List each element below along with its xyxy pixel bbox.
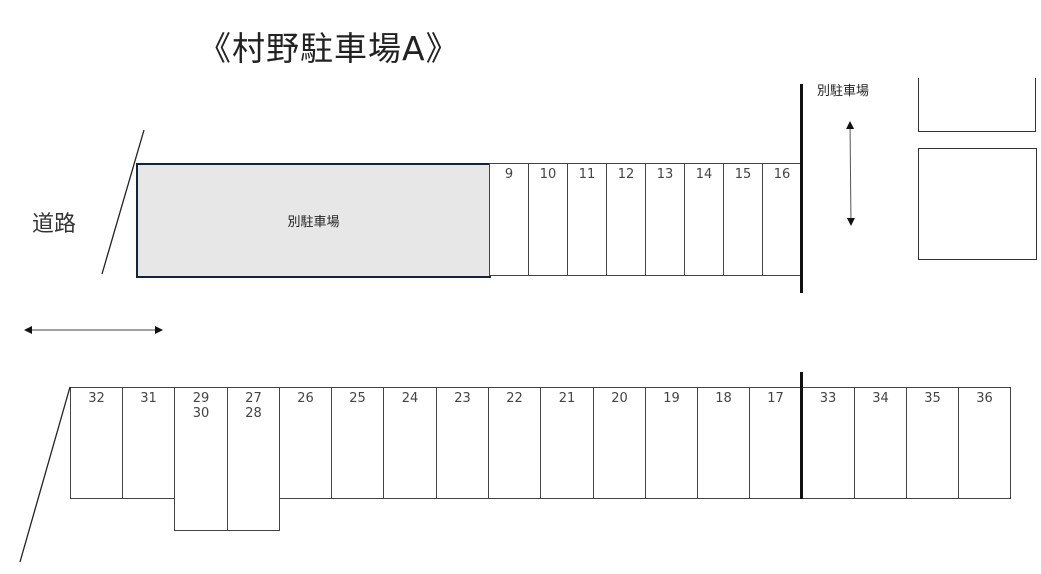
stall-number: 10 [539, 167, 557, 182]
parking-stall[interactable]: 19 [645, 387, 698, 499]
parking-stall[interactable]: 9 [489, 163, 529, 276]
parking-stall[interactable]: 18 [697, 387, 750, 499]
adjacent-structure [918, 148, 1037, 260]
page-title: 《村野駐車場A》 [198, 29, 460, 68]
stall-number-secondary: 28 [245, 406, 262, 421]
stall-number: 11 [578, 167, 596, 182]
stall-number: 18 [715, 391, 732, 406]
boundary-line-lower [800, 372, 803, 499]
stall-number: 9 [504, 167, 514, 182]
stall-number: 20 [611, 391, 628, 406]
road-edge-line-lower [19, 386, 71, 563]
other-parking-lot-block: 別駐車場 [136, 163, 491, 278]
parking-stall[interactable]: 31 [122, 387, 175, 499]
two-way-vertical-arrow-icon [846, 121, 855, 226]
stall-number: 16 [773, 167, 791, 182]
parking-stall[interactable]: 36 [958, 387, 1011, 499]
stall-number: 14 [695, 167, 713, 182]
parking-stall[interactable]: 23 [436, 387, 489, 499]
stall-number: 22 [506, 391, 523, 406]
parking-stall[interactable]: 20 [593, 387, 646, 499]
parking-stall[interactable]: 11 [567, 163, 607, 276]
parking-stall[interactable]: 33 [801, 387, 855, 499]
road-label: 道路 [32, 212, 77, 237]
stall-number: 27 [245, 391, 262, 406]
stall-number: 24 [401, 391, 419, 406]
parking-stall[interactable]: 26 [279, 387, 332, 499]
parking-stall[interactable]: 34 [854, 387, 907, 499]
other-parking-lot-label-right: 別駐車場 [817, 84, 870, 99]
other-parking-lot-label: 別駐車場 [287, 215, 340, 230]
stall-number: 23 [454, 391, 471, 406]
stall-number: 19 [663, 391, 680, 406]
stall-number: 36 [976, 391, 993, 406]
parking-stall[interactable]: 32 [70, 387, 123, 499]
parking-stall[interactable]: 21 [540, 387, 594, 499]
parking-stall[interactable]: 22 [488, 387, 541, 499]
stall-number: 13 [656, 167, 674, 182]
stall-number: 33 [819, 391, 837, 406]
stall-number: 26 [297, 391, 314, 406]
stall-number: 21 [558, 391, 576, 406]
parking-stall[interactable]: 13 [645, 163, 685, 276]
parking-stall[interactable]: 25 [331, 387, 384, 499]
parking-stall[interactable]: 16 [762, 163, 802, 276]
stall-number: 35 [924, 391, 941, 406]
stall-number: 31 [140, 391, 157, 406]
stall-number: 15 [734, 167, 752, 182]
stall-number: 29 [192, 391, 210, 406]
stall-number: 17 [767, 391, 784, 406]
parking-stall[interactable]: 14 [684, 163, 724, 276]
parking-stall[interactable]: 17 [749, 387, 802, 499]
parking-stall[interactable]: 35 [906, 387, 959, 499]
parking-stall[interactable]: 24 [383, 387, 437, 499]
parking-stall[interactable]: 12 [606, 163, 646, 276]
parking-stall[interactable]: 10 [528, 163, 568, 276]
boundary-line-upper [800, 84, 803, 293]
stall-number: 32 [88, 391, 105, 406]
adjacent-structure-open [918, 78, 1036, 132]
stall-number-secondary: 30 [192, 406, 210, 421]
stall-number: 12 [617, 167, 635, 182]
stall-number: 25 [349, 391, 366, 406]
stall-number: 34 [872, 391, 889, 406]
parking-stall[interactable]: 15 [723, 163, 763, 276]
